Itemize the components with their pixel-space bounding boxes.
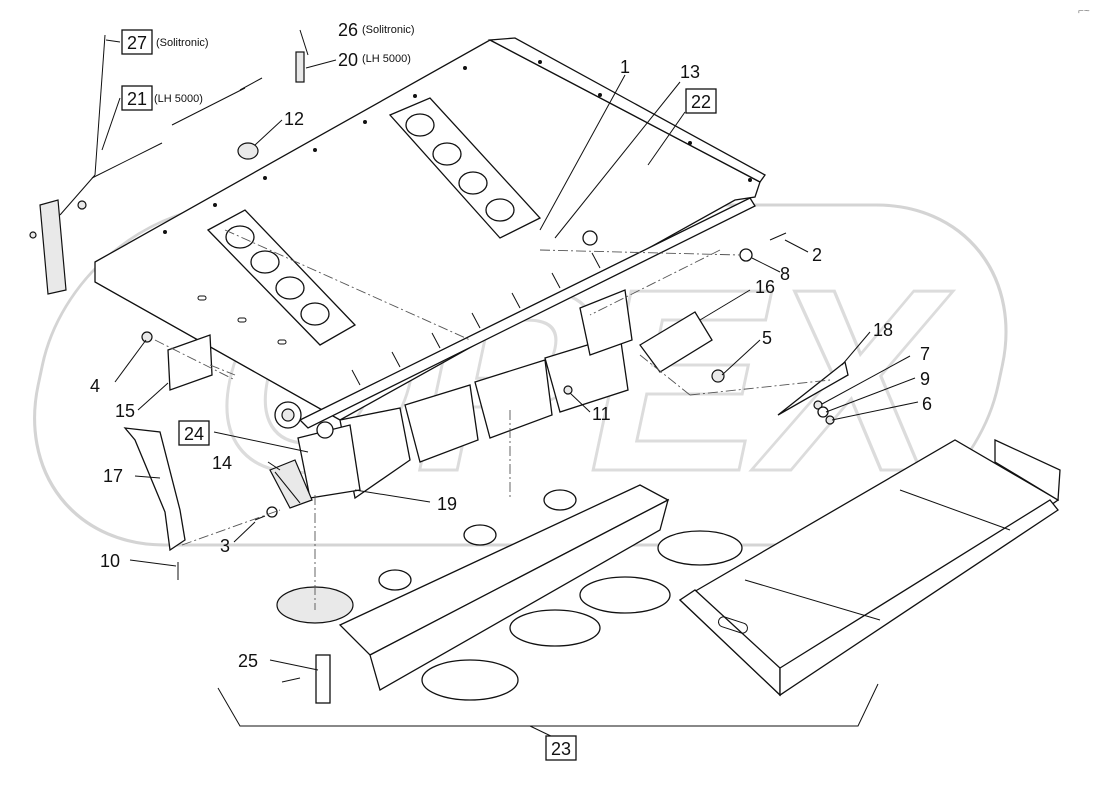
- strap-25: [315, 654, 331, 704]
- catch-tray: [678, 438, 1061, 697]
- triangle-plate: [777, 360, 849, 416]
- note-solitronic-26: (Solitronic): [362, 24, 415, 36]
- label-22: 22: [691, 92, 711, 112]
- label-4: 4: [90, 376, 100, 396]
- plug-12: [237, 142, 259, 160]
- label-27: 27: [127, 33, 147, 53]
- label-18: 18: [873, 320, 893, 340]
- cover-plate: [639, 311, 713, 373]
- spring-bracket: [269, 459, 313, 509]
- guide-lines: [154, 229, 831, 610]
- bolt-25: [281, 677, 301, 683]
- label-12: 12: [284, 109, 304, 129]
- label-16: 16: [755, 277, 775, 297]
- bolt-4: [141, 331, 153, 343]
- bolt-2: [769, 232, 787, 241]
- note-lh5000-20: (LH 5000): [362, 53, 411, 65]
- label-19: 19: [437, 494, 457, 514]
- lever: [123, 427, 186, 552]
- hopper-plate: [94, 37, 766, 421]
- label-10: 10: [100, 551, 120, 571]
- metering-units: [297, 289, 633, 500]
- agitator-shaft: [298, 197, 756, 429]
- label-24: 24: [184, 424, 204, 444]
- leader-lines: [101, 29, 919, 671]
- label-2: 2: [812, 245, 822, 265]
- label-17: 17: [103, 466, 123, 486]
- delivery-tubes: [276, 484, 743, 701]
- label-14: 14: [212, 453, 232, 473]
- label-3: 3: [220, 536, 230, 556]
- sensor-assembly: [29, 34, 263, 295]
- bolt-3: [254, 506, 278, 521]
- part-labels: 1 2 3 4 5 6 7 8 9 10 11 12 13 14 15 16 1…: [90, 20, 932, 571]
- nuts-6-7-9: [813, 400, 835, 425]
- corner-mark: ⌐~: [1078, 6, 1090, 17]
- label-7: 7: [920, 344, 930, 364]
- note-solitronic-27: (Solitronic): [156, 37, 209, 49]
- label-5: 5: [762, 328, 772, 348]
- fastener-26-20: [295, 51, 305, 83]
- bolt-11: [563, 385, 573, 395]
- group-bracket-23: [217, 683, 879, 727]
- label-26: 26: [338, 20, 358, 40]
- label-9: 9: [920, 369, 930, 389]
- drive-sprocket: [274, 401, 334, 439]
- note-lh5000-21: (LH 5000): [154, 93, 203, 105]
- label-13: 13: [680, 62, 700, 82]
- label-20: 20: [338, 50, 358, 70]
- side-plate: [167, 334, 213, 391]
- label-8: 8: [780, 264, 790, 284]
- label-15: 15: [115, 401, 135, 421]
- washer-8: [739, 248, 753, 262]
- label-6: 6: [922, 394, 932, 414]
- label-1: 1: [620, 57, 630, 77]
- seed-plate-left: [206, 209, 357, 346]
- label-23: 23: [551, 739, 571, 759]
- label-25: 25: [238, 651, 258, 671]
- label-11: 11: [592, 404, 611, 424]
- seed-plate-right: [388, 97, 542, 239]
- label-21: 21: [127, 89, 147, 109]
- boxed-labels: 27 (Solitronic) 21 (LH 5000) 22 24 23 25: [121, 29, 717, 761]
- knob-5: [711, 369, 725, 383]
